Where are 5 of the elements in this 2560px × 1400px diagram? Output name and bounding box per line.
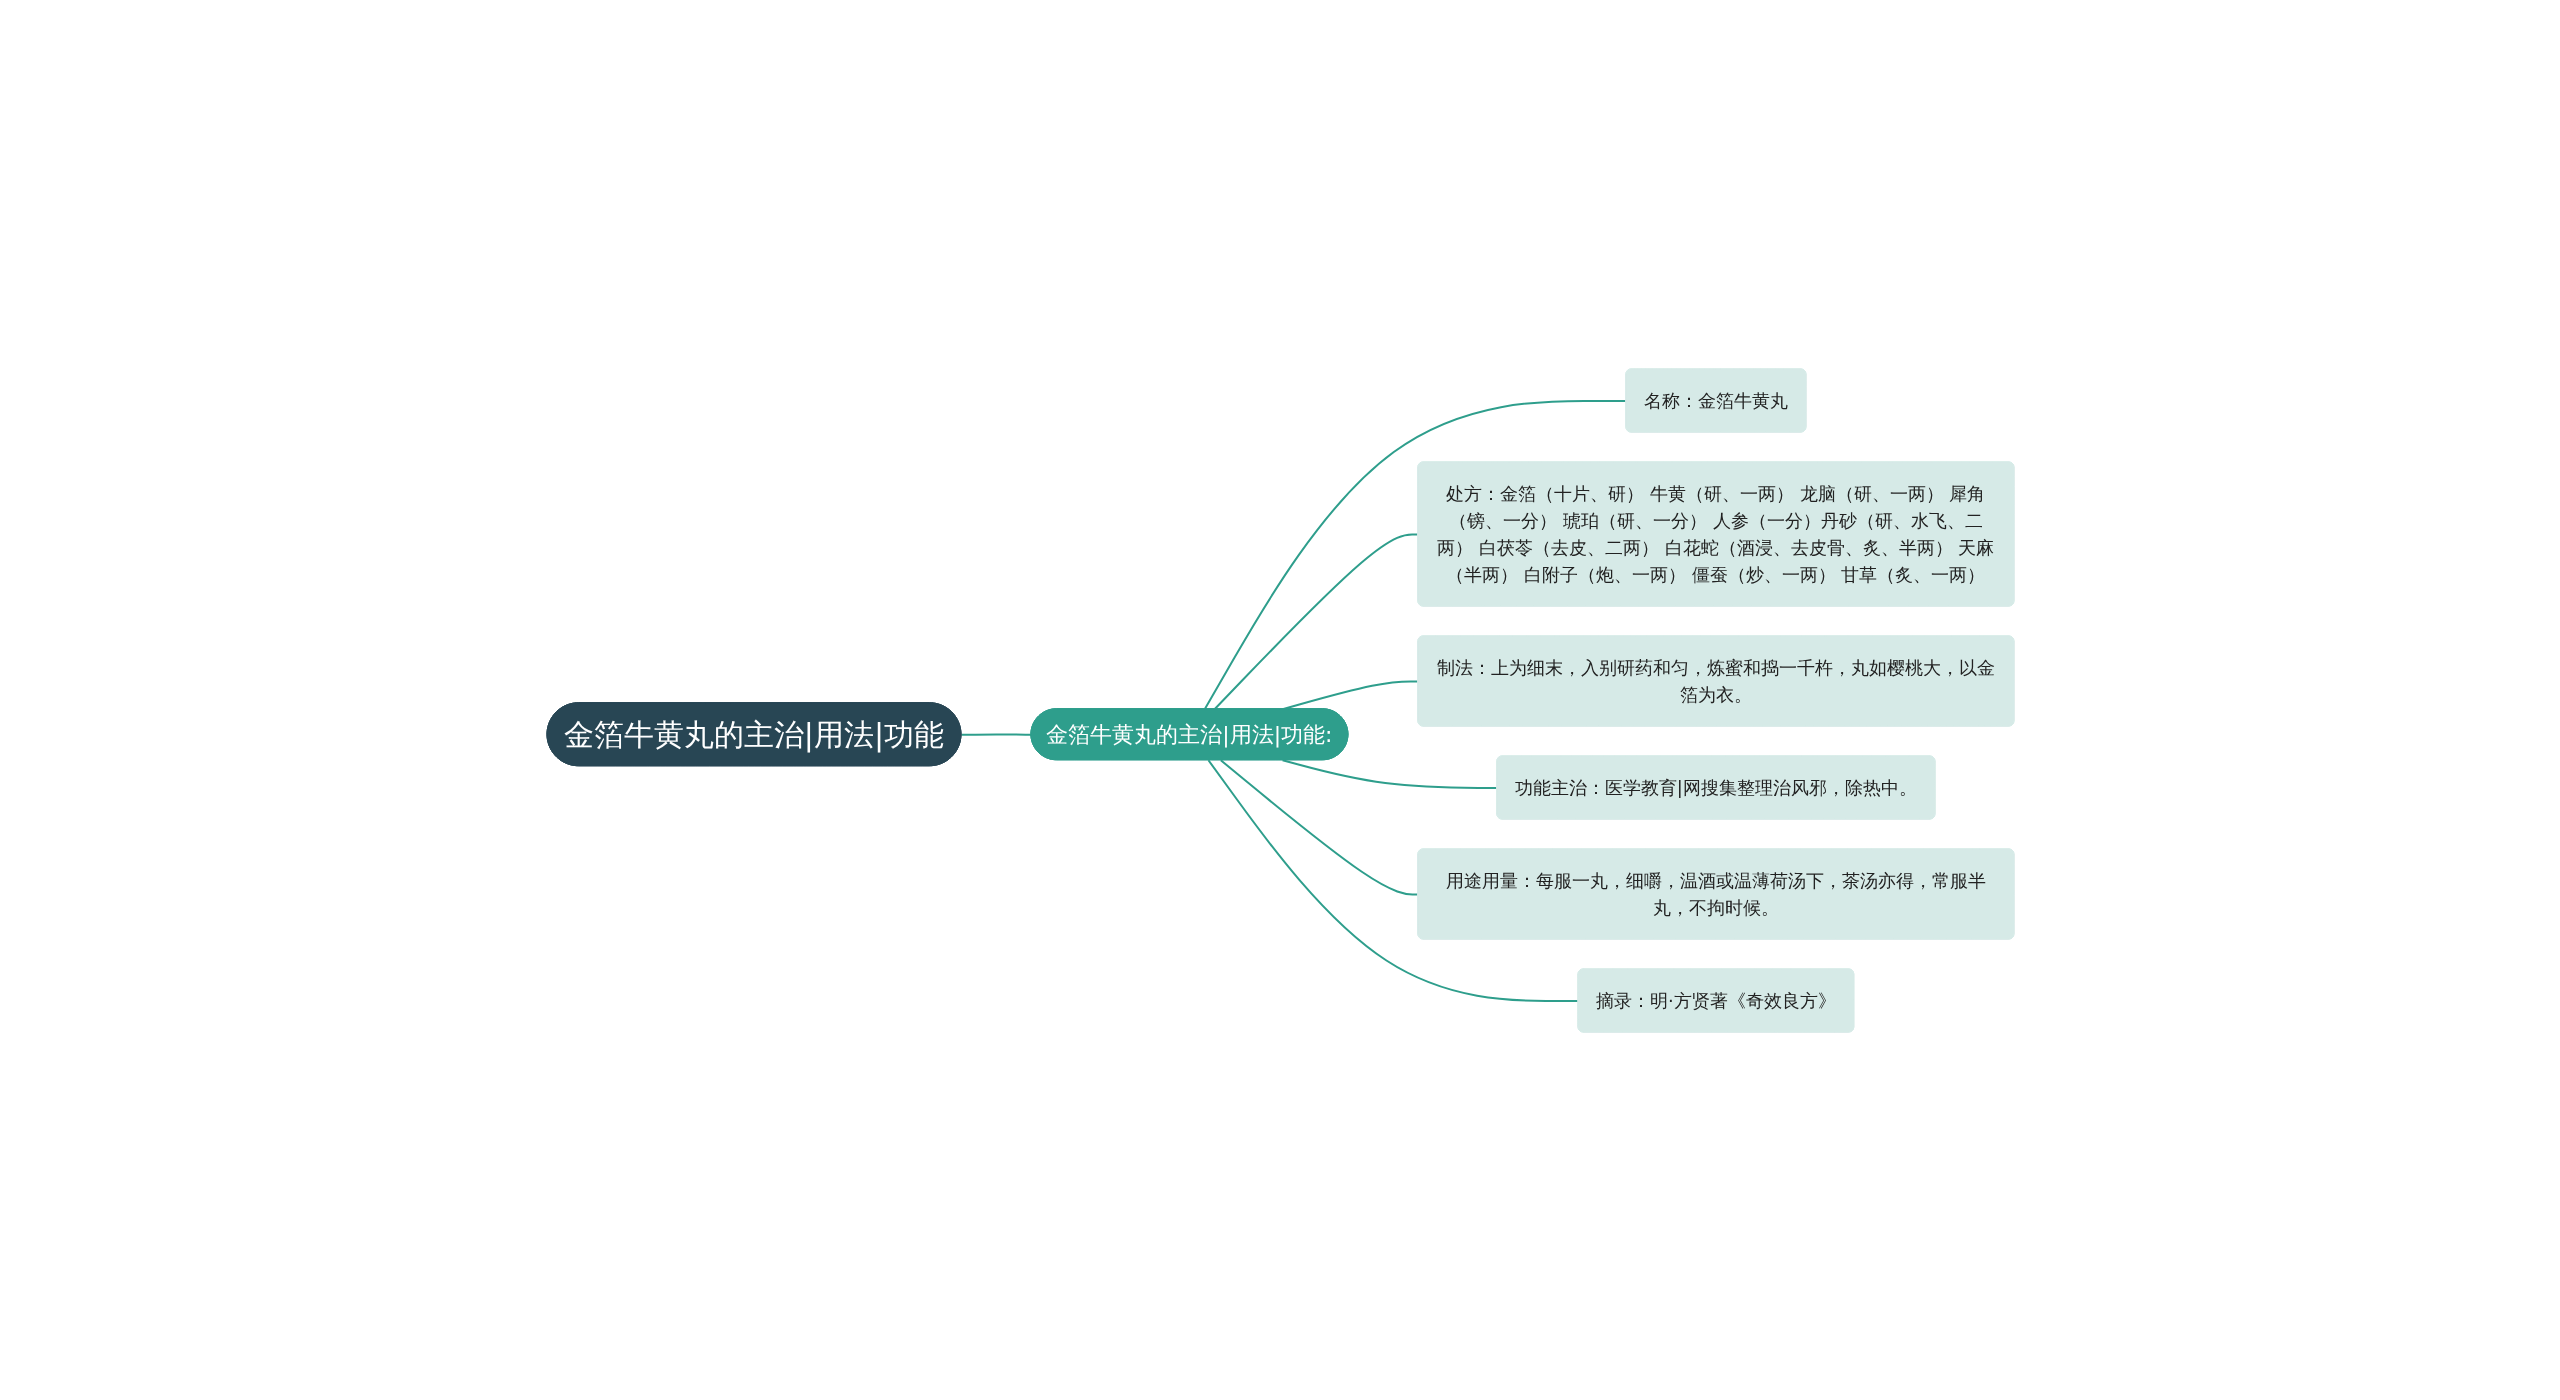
connector: [1219, 758, 1419, 895]
connector: [1213, 532, 1419, 710]
connector: [1203, 399, 1627, 710]
connector: [1281, 758, 1498, 789]
connector: [960, 732, 1032, 736]
